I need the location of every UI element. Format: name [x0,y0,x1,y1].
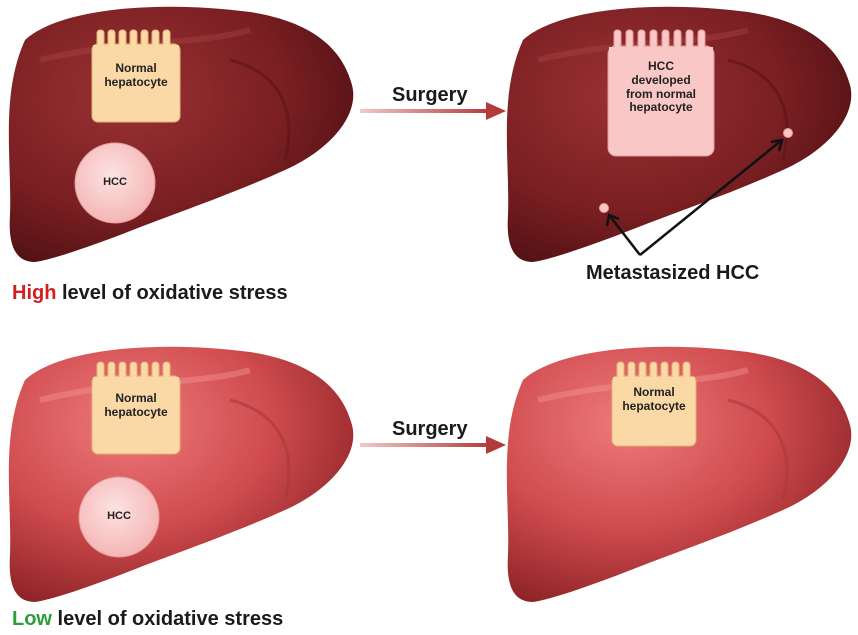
caption-high-rest: level of oxidative stress [56,282,287,304]
metastasis-dot-left [600,204,609,213]
caption-low-emphasis: Low [12,608,52,630]
caption-high-oxidative-stress: High level of oxidative stress [12,282,288,305]
metastasis-dot-right [784,129,793,138]
metastasized-hcc-label: Metastasized HCC [586,262,759,285]
hcc-label-top-left: HCC [80,176,150,189]
caption-low-rest: level of oxidative stress [52,608,283,630]
liver-top-left [9,7,353,262]
caption-high-emphasis: High [12,282,56,304]
caption-low-oxidative-stress: Low level of oxidative stress [12,608,283,631]
surgery-label-bottom: Surgery [392,418,468,441]
hcc-label-bottom-left: HCC [84,510,154,523]
surgery-label-top: Surgery [392,84,468,107]
liver-bottom-left [9,347,353,602]
